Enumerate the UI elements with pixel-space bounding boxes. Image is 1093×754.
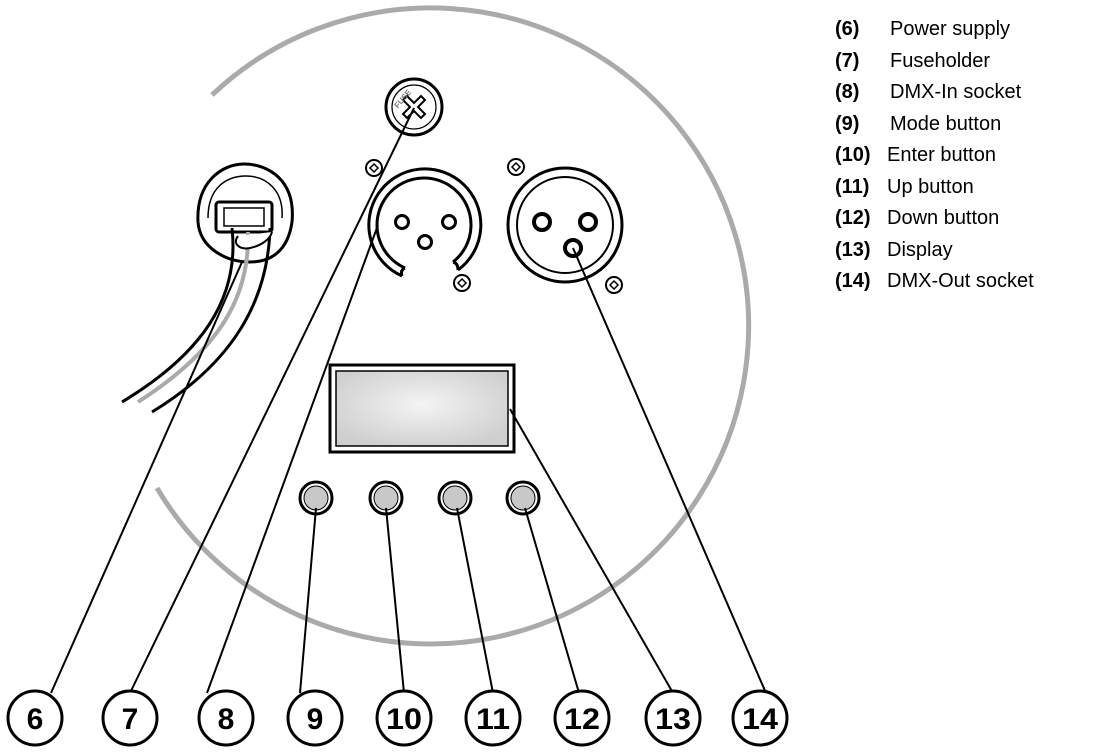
screw-icon	[605, 276, 623, 294]
svg-text:12: 12	[564, 703, 600, 736]
legend-number: (8)	[835, 81, 860, 103]
leader-line-12	[524, 507, 580, 694]
callout-14: 14	[731, 689, 789, 747]
leader-line-7	[129, 107, 415, 694]
legend-label: Power supply	[890, 18, 1011, 40]
leader-line-14	[572, 247, 767, 694]
svg-text:8: 8	[218, 703, 235, 736]
legend-label: Enter button	[887, 144, 996, 166]
screw-icon	[365, 159, 383, 177]
leader-line-10	[385, 507, 405, 694]
fuseholder: FUSE	[384, 77, 444, 137]
legend-item: (8) DMX-In socket	[835, 77, 1034, 109]
legend-number: (12)	[835, 207, 871, 229]
callout-10: 10	[375, 689, 433, 747]
svg-text:9: 9	[307, 703, 324, 736]
legend-label: DMX-In socket	[890, 81, 1022, 103]
legend-label: Down button	[887, 207, 1000, 229]
callout-11: 11	[464, 689, 522, 747]
legend-label: Display	[887, 238, 953, 261]
legend-label: Fuseholder	[890, 49, 991, 72]
power-supply-cable	[121, 162, 294, 414]
legend-item: (9) Mode button	[835, 109, 1034, 141]
callout-6: 6	[6, 689, 64, 747]
legend-number: (6)	[835, 18, 860, 40]
legend-number: (13)	[835, 238, 871, 261]
svg-text:10: 10	[386, 703, 422, 736]
legend-item: (14) DMX-Out socket	[835, 266, 1034, 298]
svg-text:14: 14	[742, 703, 778, 736]
legend-number: (9)	[835, 112, 860, 135]
legend-label: Up button	[887, 175, 974, 198]
callout-13: 13	[644, 689, 702, 747]
display	[328, 363, 516, 454]
leader-line-9	[299, 507, 317, 694]
legend-number: (11)	[835, 175, 870, 198]
legend-item: (7) Fuseholder	[835, 46, 1034, 78]
callout-9: 9	[286, 689, 344, 747]
dmx-in-socket	[365, 159, 483, 292]
dmx-out-socket	[506, 158, 624, 294]
legend-number: (7)	[835, 49, 860, 72]
leader-line-13	[509, 408, 674, 694]
callout-7: 7	[101, 689, 159, 747]
legend-number: (14)	[835, 270, 871, 292]
svg-text:7: 7	[122, 703, 139, 736]
up-button	[437, 480, 473, 516]
legend-item: (13) Display	[835, 235, 1034, 267]
legend-item: (12) Down button	[835, 203, 1034, 235]
housing-outline	[154, 5, 752, 647]
screw-icon	[453, 274, 471, 292]
legend-item: (10) Enter button	[835, 140, 1034, 172]
leader-line-11	[456, 507, 494, 694]
legend-item: (11) Up button	[835, 172, 1034, 204]
legend-label: DMX-Out socket	[887, 270, 1034, 292]
svg-text:6: 6	[27, 703, 44, 736]
svg-text:11: 11	[476, 703, 510, 736]
legend-label: Mode button	[890, 112, 1002, 135]
leader-line-8	[206, 224, 379, 694]
legend-number: (10)	[835, 144, 871, 166]
callout-12: 12	[553, 689, 611, 747]
screw-icon	[507, 158, 525, 176]
svg-text:13: 13	[655, 703, 691, 736]
leader-lines	[50, 107, 767, 694]
down-button	[505, 480, 541, 516]
callout-8: 8	[197, 689, 255, 747]
leader-line-6	[50, 261, 243, 694]
parts-legend: (6) Power supply (7) Fuseholder (8) DMX-In …	[835, 14, 1034, 298]
legend-item: (6) Power supply	[835, 14, 1034, 46]
